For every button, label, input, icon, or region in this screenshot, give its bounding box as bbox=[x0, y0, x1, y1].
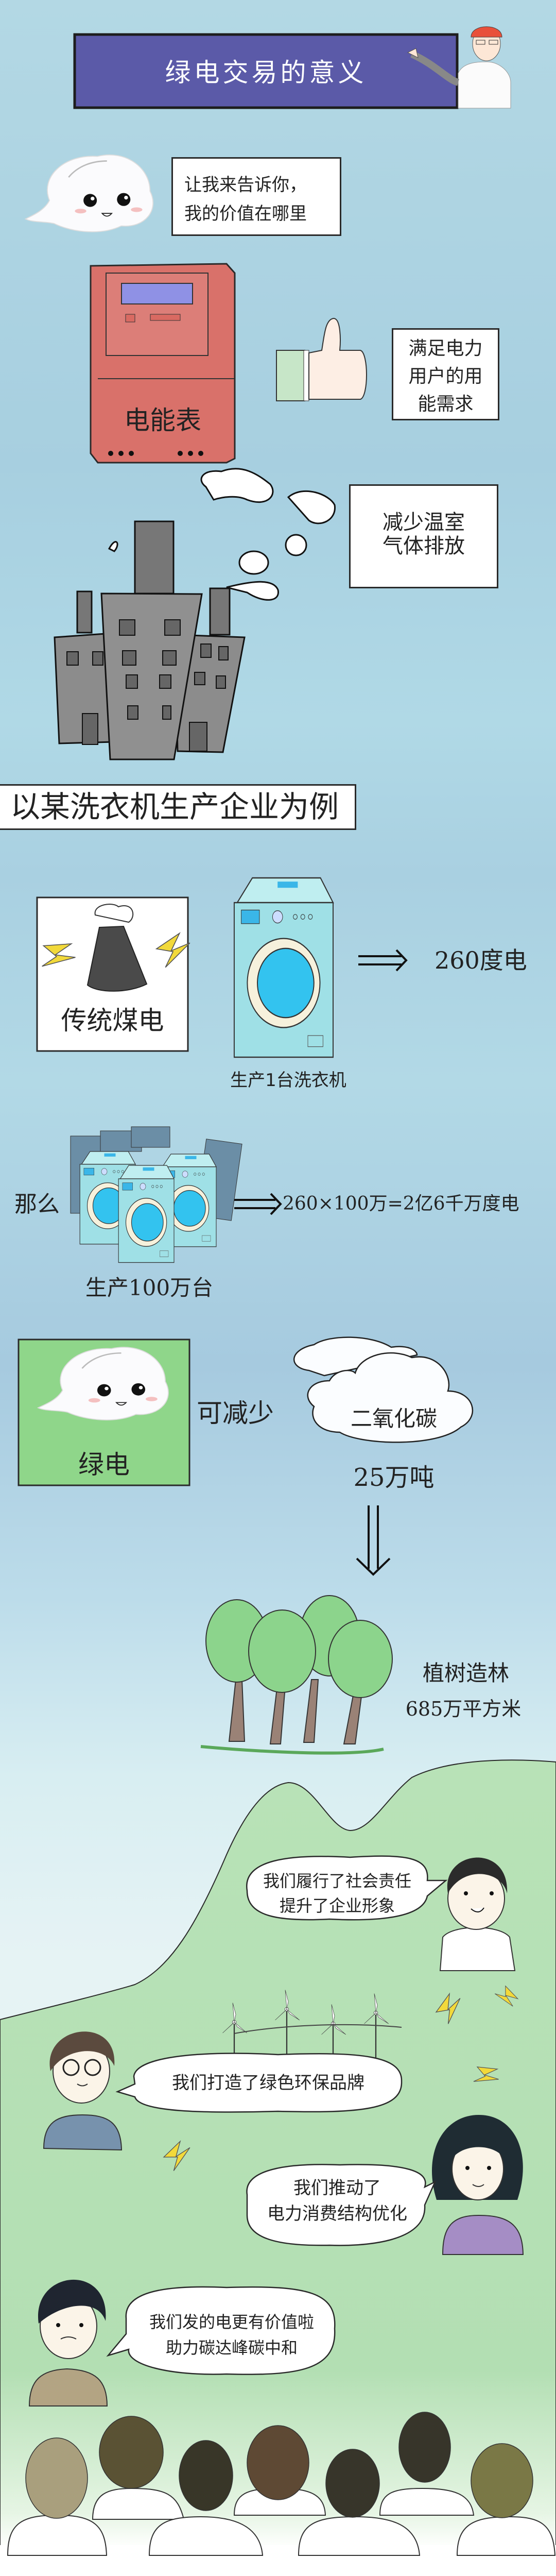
engineer-icon bbox=[407, 26, 511, 109]
bulk-caption: 生产100万台 bbox=[85, 1275, 214, 1300]
factory-icon bbox=[54, 468, 336, 760]
factory-bubble-line: 气体排放 bbox=[383, 534, 465, 558]
intro-line: 让我来告诉你， bbox=[184, 175, 307, 195]
example-heading-box: 以某洗衣机生产企业为例 bbox=[0, 784, 356, 830]
arrow-right-icon bbox=[234, 1193, 282, 1215]
green-power-mascot-icon bbox=[25, 154, 154, 233]
dialogue-text-social-responsibility: 我们履行了社会责任 提升了企业形象 bbox=[247, 1869, 427, 1918]
example-heading: 以某洗衣机生产企业为例 bbox=[10, 789, 339, 824]
single-result: 260度电 bbox=[435, 946, 527, 974]
arrow-right-icon bbox=[358, 949, 408, 972]
dialogue-text-consumption-structure: 我们推动了 电力消费结构优化 bbox=[250, 2175, 425, 2227]
intro-speech-box: 让我来告诉你， 我的价值在哪里 bbox=[171, 157, 341, 236]
co2-cloud-icon bbox=[293, 1336, 474, 1443]
dialogue-line: 我们打造了绿色环保品牌 bbox=[172, 2073, 364, 2093]
speech-bubble bbox=[106, 2286, 336, 2375]
dialogue-text-carbon-neutral: 我们发的电更有价值啦 助力碳达峰碳中和 bbox=[129, 2309, 335, 2361]
intro-line: 我的价值在哪里 bbox=[184, 204, 307, 224]
arrow-down-icon bbox=[356, 1505, 391, 1576]
wind-turbines-icon bbox=[222, 1989, 402, 2090]
person-glasses-avatar bbox=[43, 2031, 123, 2151]
factory-speech-box: 减少温室 气体排放 bbox=[349, 484, 498, 588]
forest-amount: 685万平方米 bbox=[405, 1698, 522, 1720]
person-white-shirt-avatar bbox=[439, 1857, 516, 1971]
co2-amount: 25万吨 bbox=[353, 1463, 435, 1492]
single-washer-caption: 生产1台洗衣机 bbox=[230, 1070, 346, 1091]
audience-group bbox=[7, 2412, 556, 2556]
dialogue-line: 我们履行了社会责任 bbox=[263, 1871, 411, 1891]
formula-text: 260×100万=2亿6千万度电 bbox=[283, 1193, 519, 1214]
coal-power-plant-icon bbox=[36, 904, 194, 992]
green-power-label: 绿电 bbox=[78, 1450, 130, 1480]
person-brown-shirt-avatar bbox=[28, 2279, 108, 2406]
coal-power-label: 传统煤电 bbox=[61, 1006, 164, 1036]
dialogue-line: 我们推动了 bbox=[293, 2178, 381, 2198]
speech-bubble bbox=[246, 1855, 448, 1921]
meter-bubble-line: 用户的用 bbox=[408, 366, 483, 387]
meter-label: 电能表 bbox=[124, 405, 201, 435]
washing-machine-icon bbox=[233, 877, 334, 1058]
meter-bubble-line: 能需求 bbox=[418, 394, 474, 415]
reduce-label: 可减少 bbox=[197, 1398, 274, 1428]
trees-icon bbox=[200, 1595, 393, 1755]
then-label: 那么 bbox=[14, 1191, 60, 1217]
co2-label: 二氧化碳 bbox=[350, 1406, 437, 1431]
page-title: 绿电交易的意义 bbox=[165, 58, 367, 88]
title-banner bbox=[73, 33, 459, 109]
speech-bubble bbox=[246, 2164, 437, 2246]
dialogue-line: 提升了企业形象 bbox=[279, 1896, 395, 1916]
speech-bubble bbox=[115, 2053, 403, 2113]
dialogue-line: 助力碳达峰碳中和 bbox=[165, 2338, 298, 2358]
thumbs-up-icon bbox=[276, 317, 367, 401]
person-purple-shirt-avatar bbox=[431, 2115, 524, 2255]
meter-speech-box: 满足电力 用户的用 能需求 bbox=[392, 328, 499, 420]
dialogue-line: 电力消费结构优化 bbox=[267, 2204, 407, 2224]
meter-bubble-line: 满足电力 bbox=[408, 338, 483, 359]
factory-bubble-line: 减少温室 bbox=[383, 511, 465, 534]
electric-meter-icon bbox=[90, 263, 236, 464]
dialogue-text-green-brand: 我们打造了绿色环保品牌 bbox=[135, 2072, 402, 2094]
dialogue-line: 我们发的电更有价值啦 bbox=[149, 2312, 314, 2332]
washing-machines-group-icon bbox=[70, 1126, 242, 1263]
forest-label: 植树造林 bbox=[422, 1660, 509, 1686]
